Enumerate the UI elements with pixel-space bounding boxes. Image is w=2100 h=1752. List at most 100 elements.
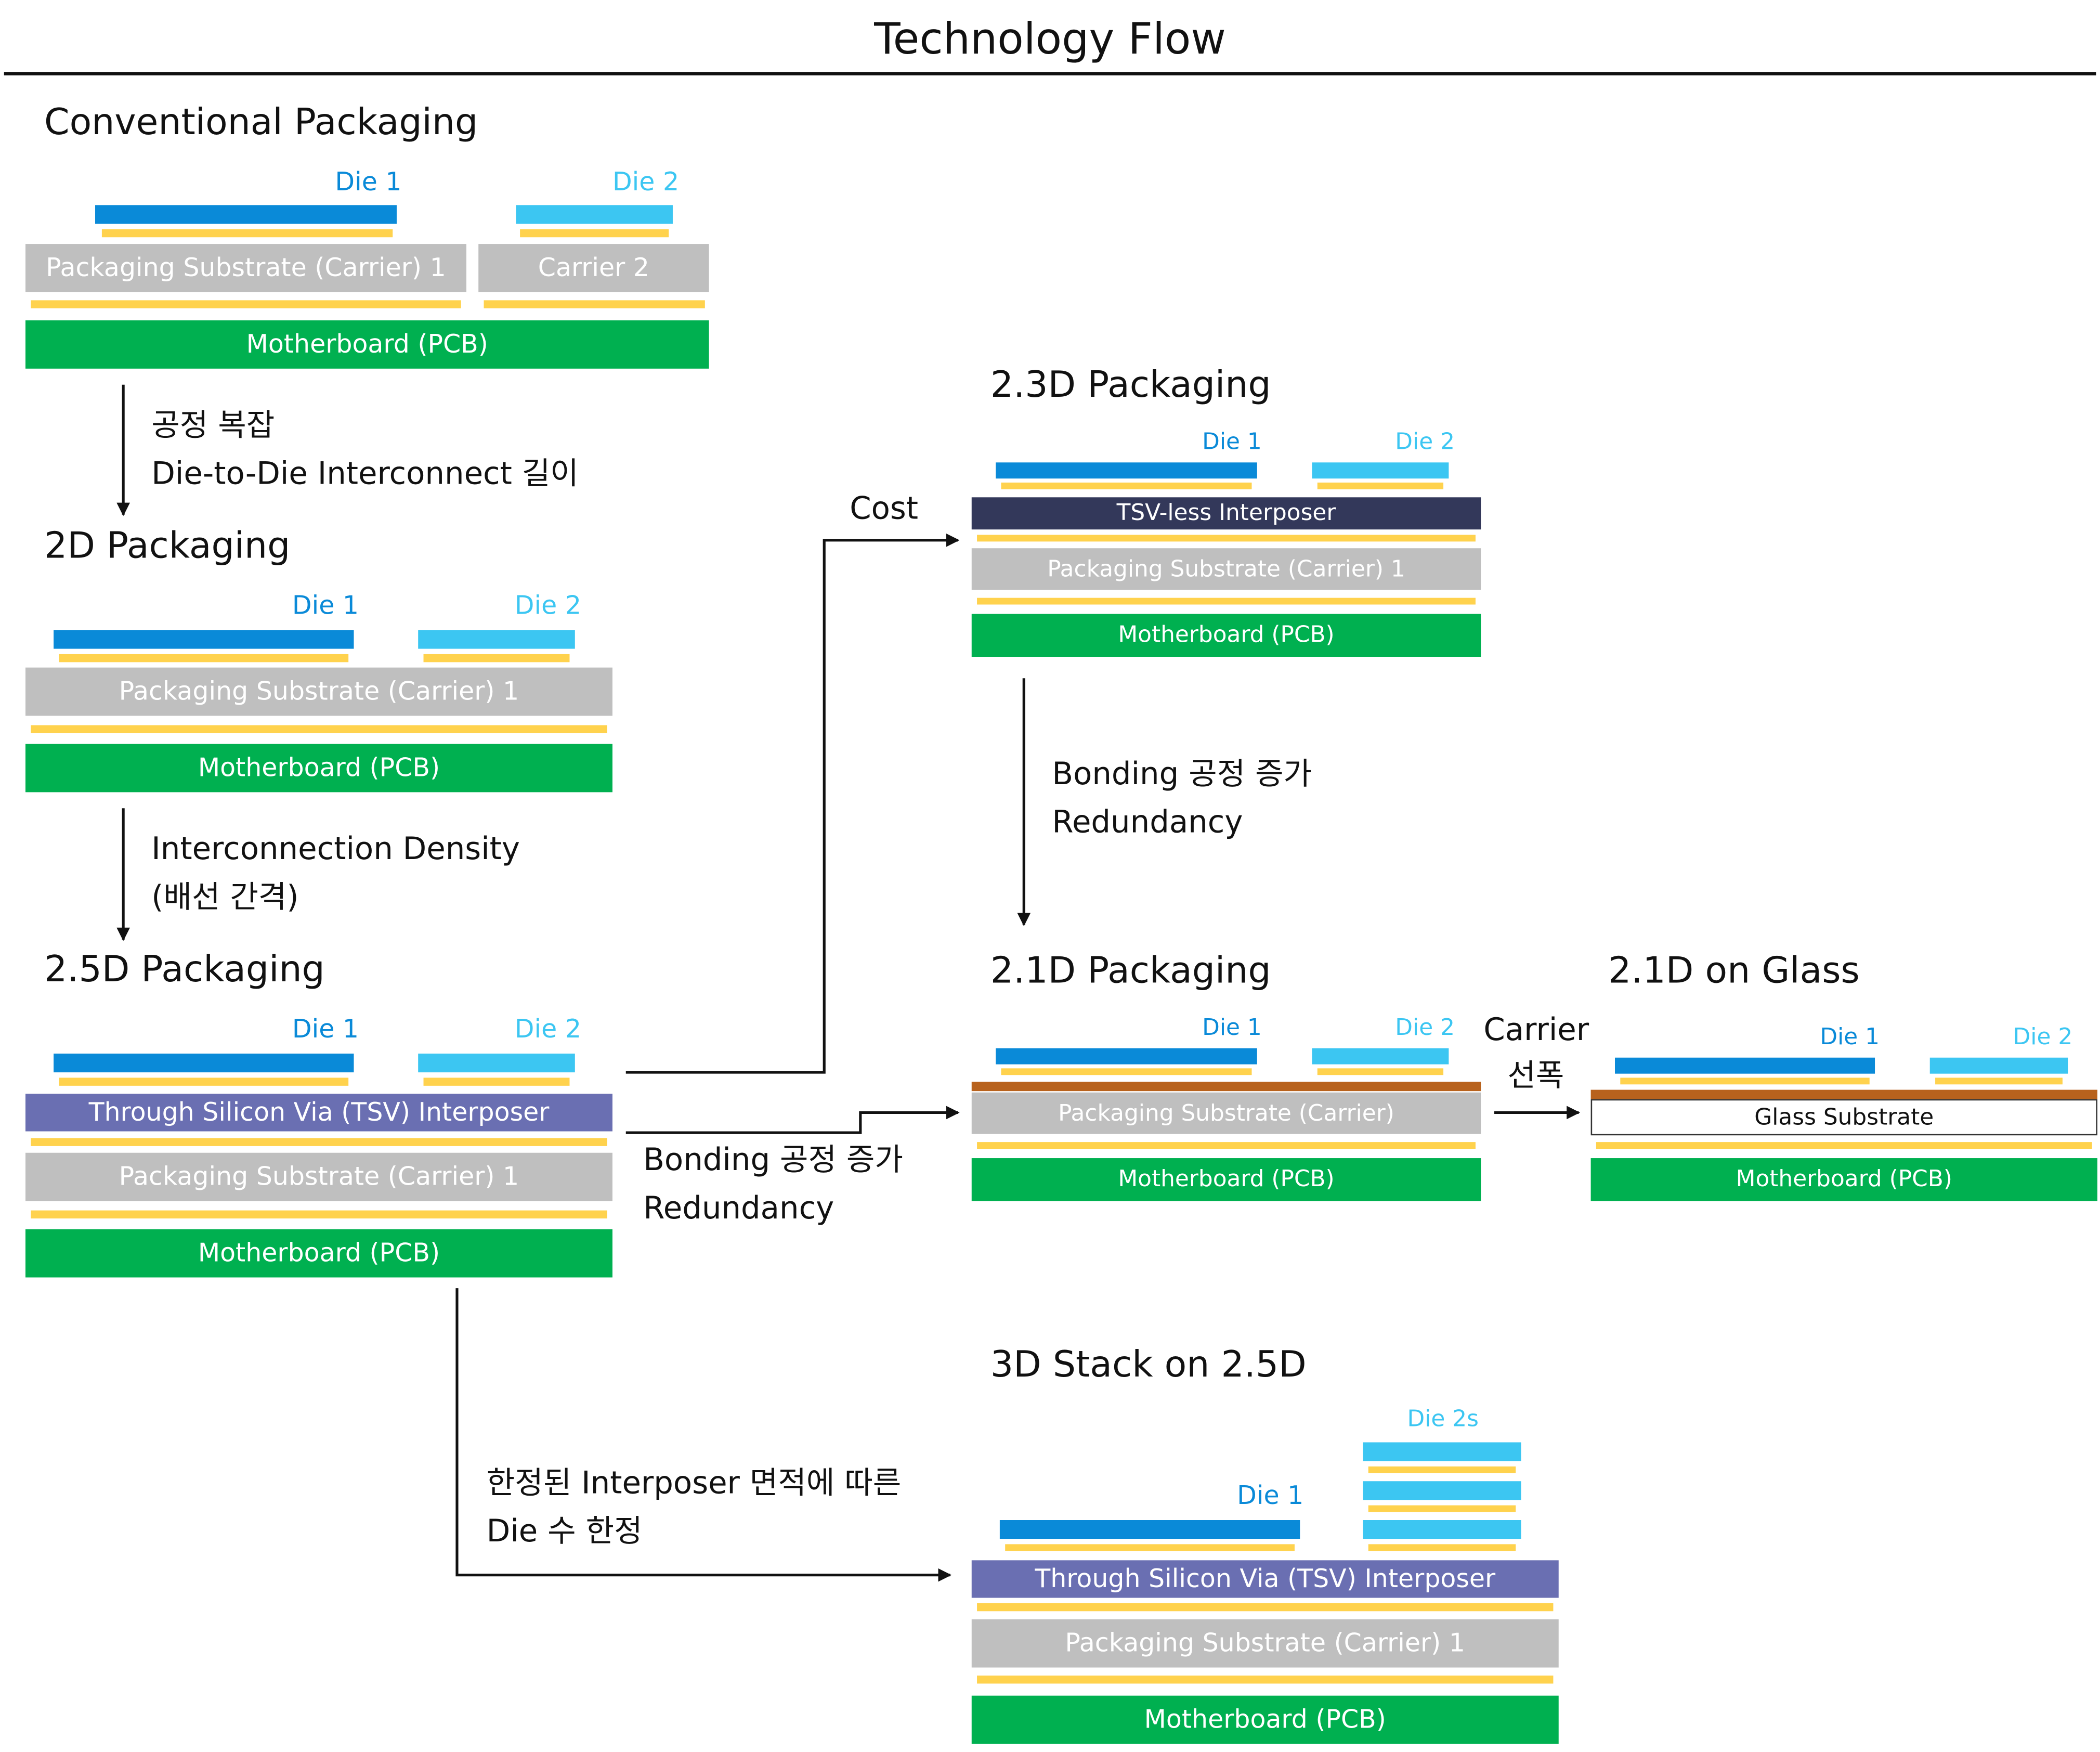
note-line: 선폭 <box>1507 1059 1564 1094</box>
die1 <box>999 1520 1300 1539</box>
note-2d-to-25d: Interconnection Density (배선 간격) <box>151 826 520 923</box>
note-line: Die 수 한정 <box>486 1514 643 1550</box>
note-line: Bonding 공정 증가 <box>1052 757 1312 793</box>
carrier1-layer: Packaging Substrate (Carrier) 1 <box>25 244 467 292</box>
solder-bumps <box>1001 1068 1252 1075</box>
die2 <box>516 205 673 224</box>
note-carrier: Carrier 선폭 <box>1483 1008 1589 1099</box>
die1-label: Die 1 <box>292 591 359 621</box>
die2 <box>1312 462 1449 479</box>
substrate-layer: Packaging Substrate (Carrier) 1 <box>971 548 1481 590</box>
carrier2-layer: Carrier 2 <box>478 244 709 292</box>
section-title: 2.1D on Glass <box>1608 950 1860 992</box>
arrow-25d-to-23d <box>625 533 960 1074</box>
die1-label: Die 1 <box>1820 1024 1880 1051</box>
note-bonding-23d: Bonding 공정 증가 Redundancy <box>1052 750 1312 847</box>
note-line: Carrier <box>1483 1013 1589 1048</box>
pcb-layer: Motherboard (PCB) <box>25 1229 612 1278</box>
solder-balls <box>977 1676 1554 1684</box>
die2-label: Die 2 <box>514 591 581 621</box>
pcb-layer: Motherboard (PCB) <box>971 614 1481 657</box>
pcb-layer: Motherboard (PCB) <box>25 320 709 369</box>
diagram-title: Technology Flow <box>874 13 1226 64</box>
substrate-layer: Packaging Substrate (Carrier) <box>971 1092 1481 1134</box>
solder-balls <box>484 300 705 308</box>
die2-label: Die 2 <box>1395 429 1455 456</box>
note-line: (배선 간격) <box>151 880 299 916</box>
note-line: Redundancy <box>1052 806 1243 841</box>
die2 <box>418 630 575 649</box>
pcb-layer: Motherboard (PCB) <box>971 1695 1559 1744</box>
tsv-interposer-layer: Through Silicon Via (TSV) Interposer <box>25 1094 612 1132</box>
solder-bumps <box>423 654 570 663</box>
stacked-die2 <box>1363 1442 1521 1461</box>
die2s-label: Die 2s <box>1407 1406 1479 1433</box>
note-line: Interconnection Density <box>151 832 520 867</box>
solder-balls <box>1596 1142 2092 1149</box>
solder-bumps <box>977 535 1476 542</box>
solder-bumps <box>423 1078 570 1086</box>
section-title: Conventional Packaging <box>44 101 478 144</box>
die2-label: Die 2 <box>2013 1024 2073 1051</box>
solder-bumps <box>31 1138 607 1146</box>
note-bonding-25d: Bonding 공정 증가 Redundancy <box>643 1137 903 1234</box>
tsv-interposer-layer: Through Silicon Via (TSV) Interposer <box>971 1560 1559 1598</box>
note-conv-to-2d: 공정 복잡 Die-to-Die Interconnect 길이 <box>151 402 579 499</box>
die2-label: Die 2 <box>514 1015 581 1044</box>
note-line: Bonding 공정 증가 <box>643 1143 903 1178</box>
die1 <box>1615 1057 1875 1074</box>
die1 <box>95 205 397 224</box>
solder-bumps <box>1368 1544 1516 1551</box>
solder-balls <box>31 300 461 308</box>
carrier-layer <box>1590 1089 2097 1099</box>
arrow-25d-to-3d-stack <box>455 1288 952 1582</box>
die2 <box>1929 1057 2068 1074</box>
section-title: 2D Packaging <box>44 525 291 567</box>
solder-bumps <box>520 229 669 238</box>
section-title: 2.3D Packaging <box>990 365 1271 407</box>
die1 <box>996 462 1257 479</box>
solder-balls <box>977 1142 1476 1149</box>
pcb-layer: Motherboard (PCB) <box>1590 1158 2097 1201</box>
stacked-die2 <box>1363 1481 1521 1500</box>
solder-bumps <box>1317 482 1444 489</box>
solder-balls <box>31 725 607 733</box>
die1-label: Die 1 <box>292 1015 359 1044</box>
solder-bumps <box>1620 1078 1870 1085</box>
arrow-25d-to-21d <box>625 1106 960 1134</box>
die2 <box>1312 1048 1449 1065</box>
solder-bumps <box>1935 1078 2063 1085</box>
note-interposer-limit: 한정된 Interposer 면적에 따른 Die 수 한정 <box>487 1460 902 1556</box>
solder-bumps <box>59 654 349 663</box>
pcb-layer: Motherboard (PCB) <box>25 744 612 793</box>
solder-bumps <box>1368 1505 1516 1512</box>
die1-label: Die 1 <box>1237 1481 1304 1511</box>
stacked-die2 <box>1363 1520 1521 1539</box>
die1-label: Die 1 <box>1202 429 1262 456</box>
glass-substrate-layer: Glass Substrate <box>1590 1099 2097 1136</box>
die1 <box>54 630 354 649</box>
note-line: Die-to-Die Interconnect 길이 <box>151 457 579 492</box>
solder-balls <box>977 598 1476 605</box>
die1 <box>54 1053 354 1073</box>
solder-bumps <box>977 1603 1554 1612</box>
note-line: 공정 복잡 <box>151 409 275 444</box>
pcb-layer: Motherboard (PCB) <box>971 1158 1481 1201</box>
substrate-layer: Packaging Substrate (Carrier) 1 <box>25 1152 612 1201</box>
note-line: Redundancy <box>643 1191 834 1227</box>
die2-label: Die 2 <box>612 167 680 197</box>
die2 <box>418 1053 575 1073</box>
note-cost: Cost <box>850 491 919 527</box>
substrate-layer: Packaging Substrate (Carrier) 1 <box>25 667 612 716</box>
solder-bumps <box>1368 1466 1516 1473</box>
tsv-less-interposer-layer: TSV-less Interposer <box>971 497 1481 530</box>
section-title: 2.5D Packaging <box>44 949 325 991</box>
die1-label: Die 1 <box>335 167 402 197</box>
note-line: 한정된 Interposer 면적에 따른 <box>486 1466 902 1501</box>
solder-bumps <box>101 229 393 238</box>
carrier-layer <box>971 1082 1481 1092</box>
die1-label: Die 1 <box>1202 1015 1262 1042</box>
die1 <box>996 1048 1257 1065</box>
